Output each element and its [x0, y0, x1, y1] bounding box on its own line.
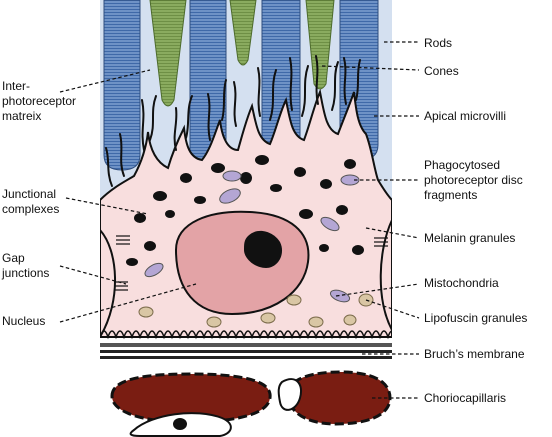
label-apical-microvilli: Apical microvilli: [424, 109, 507, 123]
label-choriocapillaris: Choriocapillaris: [424, 391, 507, 405]
label-junctional-complexes: Junctional complexes: [2, 187, 60, 216]
label-bruchs-membrane: Bruch’s membrane: [424, 347, 525, 361]
label-rods: Rods: [424, 36, 453, 50]
cone-outer-segment: [229, 0, 257, 66]
junction-marks: [114, 235, 388, 291]
endothelial-nucleus: [173, 418, 187, 430]
melanin-granules: [126, 155, 364, 266]
label-mitochondria: Mistochondria: [424, 276, 499, 290]
label-melanin-granules: Melanin granules: [424, 231, 516, 245]
apical-microvilli: [105, 55, 361, 187]
lateral-cell-membrane: [379, 219, 392, 331]
label-lipofuscin-granules: Lipofuscin granules: [424, 311, 528, 325]
leader-lines: [59, 41, 420, 399]
label-gap-junctions: Gap junctions: [2, 251, 50, 280]
lipofuscin-granules: [138, 293, 374, 328]
cone-outer-segment: [305, 0, 335, 90]
label-cones: Cones: [424, 64, 459, 78]
label-phagocytosed-fragments: Phagocytosed photoreceptor disc fragment…: [424, 158, 523, 202]
cone-outer-segment: [149, 0, 187, 107]
basal-infoldings: [100, 330, 392, 340]
label-interphotoreceptor-matrix: Inter- photoreceptor matreix: [2, 79, 77, 123]
nucleolus: [244, 230, 283, 268]
bruchs-membrane: [100, 343, 392, 359]
lateral-cell-membrane: [100, 229, 117, 338]
mitochondria: [144, 170, 360, 303]
cones-group: [149, 0, 335, 107]
label-nucleus: Nucleus: [2, 314, 46, 328]
choriocapillaris: [110, 370, 392, 437]
